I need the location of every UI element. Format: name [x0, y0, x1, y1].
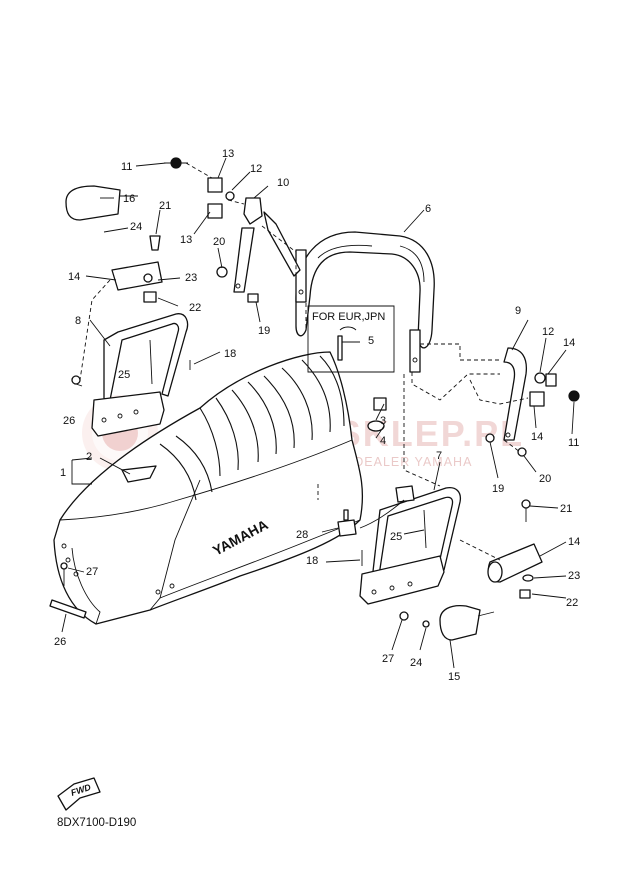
label-27: 27: [86, 566, 98, 578]
label-9: 9: [515, 305, 521, 317]
switch: [337, 509, 357, 537]
label-1: 1: [60, 467, 66, 479]
region-note: FOR EUR,JPN: [312, 311, 385, 323]
grab-bar-stays: [295, 249, 421, 373]
tail-light-right: [422, 604, 495, 641]
label-21-left: 22: [189, 302, 201, 314]
label-6: 6: [425, 203, 431, 215]
hardware-left: [111, 157, 259, 303]
label-13-top: 13: [222, 148, 234, 160]
label-14-left: 14: [68, 271, 80, 283]
label-17-right: 18: [306, 555, 318, 567]
label-11-right: 11: [568, 437, 579, 449]
label-22-right: 23: [568, 570, 580, 582]
seat: YAMAHA: [53, 351, 364, 625]
label-25-right: 25: [390, 531, 402, 543]
label-13-left: 13: [180, 234, 192, 246]
seat-screws: [61, 543, 175, 595]
label-22-left: 23: [185, 272, 197, 284]
part-labels: 11 13 12 10 16 21 24 13 20 14 23 22 19 8…: [54, 148, 580, 683]
label-8: 8: [75, 315, 81, 327]
label-17-left: 18: [224, 348, 236, 360]
label-24-left: 26: [63, 415, 75, 427]
label-26: 26: [54, 636, 66, 648]
label-18-right: 19: [492, 483, 504, 495]
leader-lines: [61, 157, 575, 669]
label-7: 7: [436, 450, 442, 462]
label-20-left: 21: [159, 200, 171, 212]
strap-parts: [49, 562, 87, 619]
label-19-right: 20: [539, 473, 551, 485]
rack-left: [71, 313, 191, 437]
label-18-left: 19: [258, 325, 270, 337]
label-24-right: 27: [382, 653, 394, 665]
label-4: 4: [380, 435, 386, 447]
label-13-right-top: 14: [563, 337, 575, 349]
light-right: [487, 499, 543, 599]
label-16: 16: [123, 193, 135, 205]
phantom-lines: [79, 162, 529, 561]
label-20-right: 21: [560, 503, 572, 515]
rack-right: [359, 485, 462, 621]
label-14-right: 14: [568, 536, 580, 548]
label-21-right: 22: [566, 597, 578, 609]
diagram-code: 8DX7100-D190: [57, 817, 136, 829]
label-12-left: 12: [250, 163, 262, 175]
label-12-right: 12: [542, 326, 554, 338]
label-11-left: 11: [121, 161, 132, 173]
tail-light-left: [65, 185, 138, 221]
label-28: 28: [296, 529, 308, 541]
label-13-right-bottom: 14: [531, 431, 543, 443]
label-3: 3: [380, 415, 386, 427]
label-2: 2: [86, 451, 92, 463]
label-23-left: 24: [130, 221, 142, 233]
label-10: 10: [277, 177, 289, 189]
label-19-left: 20: [213, 236, 225, 248]
fwd-arrow-icon: FWD: [57, 777, 101, 811]
bracket-left: [233, 197, 301, 293]
label-15: 15: [448, 671, 460, 683]
region-inset: FOR EUR,JPN: [307, 305, 395, 373]
label-23-right: 24: [410, 657, 422, 669]
label-5: 5: [368, 335, 374, 347]
label-25-left: 25: [118, 369, 130, 381]
